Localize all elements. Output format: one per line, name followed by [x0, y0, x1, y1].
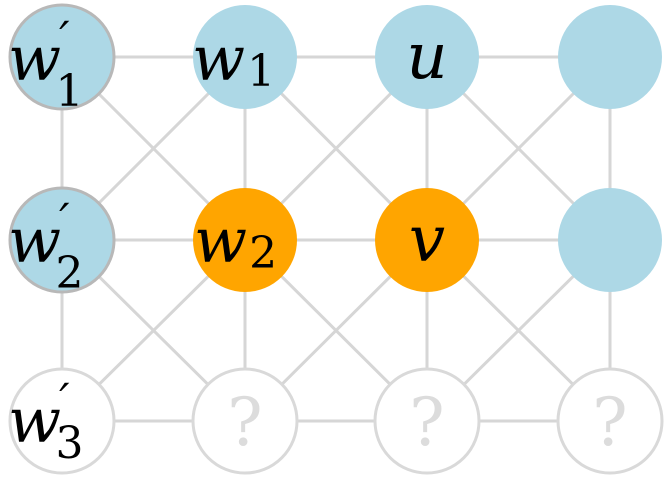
node-unknown-2: ? [373, 367, 481, 475]
node-label: w′3 [8, 373, 84, 469]
node-unknown-3: ? [556, 367, 664, 475]
question-mark: ? [227, 384, 262, 461]
question-mark: ? [592, 384, 627, 461]
node-w1: w1 [192, 5, 297, 109]
node-row2-col4 [558, 188, 662, 292]
node-unknown-1: ? [191, 367, 299, 475]
node-w1-prime: w′1 [8, 3, 116, 117]
node-label: w′1 [8, 11, 84, 117]
node-label: v [409, 203, 445, 277]
question-mark: ? [409, 384, 444, 461]
node-row1-col4 [558, 5, 662, 109]
node-label: w′2 [8, 193, 84, 299]
node-label: w1 [192, 22, 275, 97]
node-w3-prime: w′3 [8, 367, 116, 475]
node-u: u [375, 5, 479, 109]
node-w2: w2 [193, 188, 297, 292]
node-label: u [406, 20, 447, 94]
node-label: w2 [194, 204, 277, 279]
node-v: v [375, 188, 479, 292]
node-w2-prime: w′2 [8, 186, 116, 299]
